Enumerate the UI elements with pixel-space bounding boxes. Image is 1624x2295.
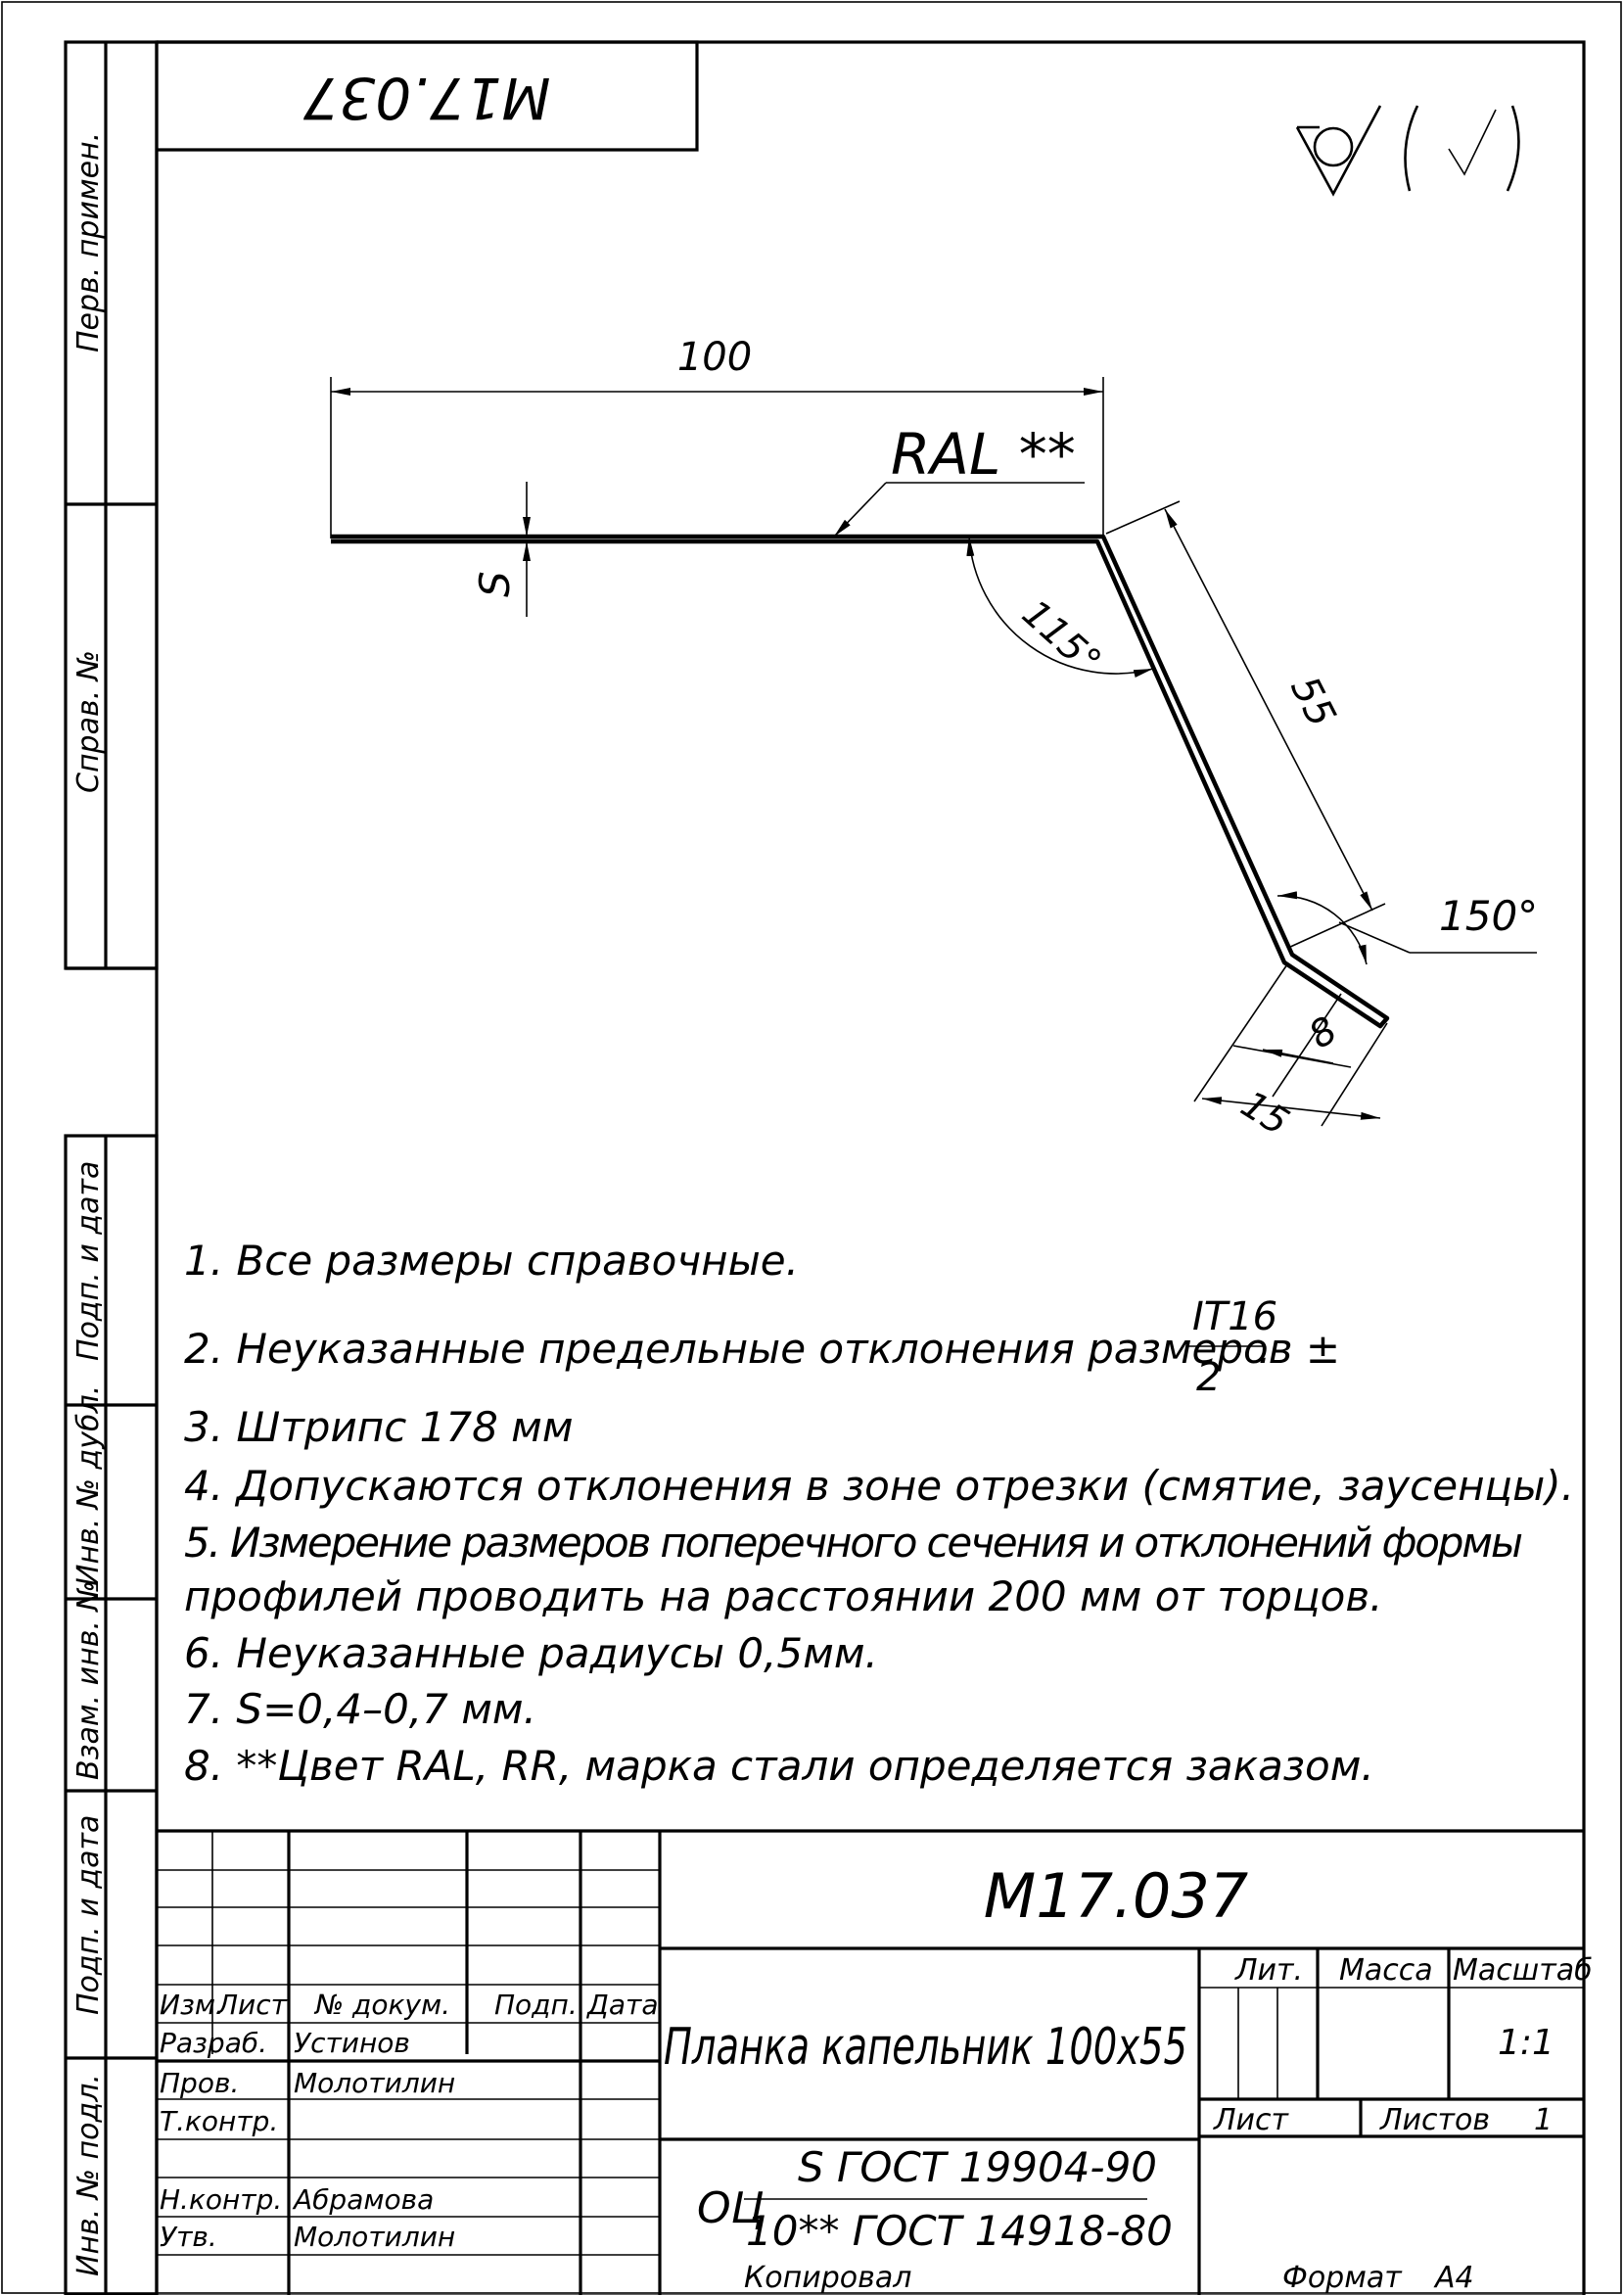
name-utv: Молотилин	[294, 2221, 455, 2253]
vzam-inv-label: Взам. инв. №	[71, 1580, 106, 1780]
dim-hem-8-15: 8 15	[1193, 963, 1388, 1144]
format-value: А4	[1433, 2261, 1474, 2295]
technical-notes: 1. Все размеры справочные. 2. Неуказанны…	[184, 1237, 1574, 1790]
podp-data-label-1: Подп. и дата	[71, 1161, 106, 1361]
angle-115-label: 115°	[1014, 591, 1109, 683]
top-designation-box: М17.037	[157, 40, 699, 152]
note-5-cont: профилей проводить на расстоянии 200 мм …	[184, 1572, 1382, 1620]
left-side-strip: Перв. примен. Справ. № Подп. и дата Инв.…	[64, 40, 159, 2295]
note-2-denominator: 2	[1196, 1355, 1221, 1400]
title-designation: М17.037	[984, 1860, 1248, 1932]
row-nkontr: Н.контр.	[160, 2183, 282, 2216]
note-3: 3. Штрипс 178 мм	[184, 1403, 574, 1451]
name-nkontr: Абрамова	[292, 2183, 434, 2216]
kopiroval-label: Копировал	[744, 2261, 911, 2295]
row-razrab: Разраб.	[160, 2027, 267, 2059]
part-profile	[331, 534, 1390, 1029]
dim-thickness-s: S	[471, 482, 556, 617]
note-5: 5. Измерение размеров поперечного сечени…	[184, 1519, 1523, 1567]
col-podp: Подп.	[494, 1989, 578, 2021]
dim-100-label: 100	[677, 335, 752, 380]
dim-15-label: 15	[1233, 1082, 1296, 1144]
col-list: Лист	[216, 1989, 288, 2021]
material-denominator: 10** ГОСТ 14918-80	[746, 2207, 1173, 2255]
sheets-value: 1	[1534, 2103, 1553, 2137]
format-label: Формат	[1282, 2261, 1403, 2295]
coating-leader: RAL **	[833, 421, 1085, 538]
row-utv: Утв.	[160, 2221, 217, 2253]
col-izm: Изм.	[160, 1989, 224, 2021]
dim-length-100: 100	[330, 335, 1104, 539]
sprav-no-label: Справ. №	[71, 650, 106, 793]
mass-label: Масса	[1339, 1953, 1433, 1988]
scale-value: 1:1	[1498, 2023, 1554, 2063]
col-doc: № докум.	[313, 1989, 450, 2021]
thickness-label: S	[471, 571, 519, 597]
perv-primen-label: Перв. примен.	[71, 132, 106, 352]
note-2-tail: .	[1258, 1325, 1271, 1373]
name-prov: Молотилин	[294, 2067, 455, 2099]
note-4: 4. Допускаются отклонения в зоне отрезки…	[184, 1462, 1574, 1510]
note-6: 6. Неуказанные радиусы 0,5мм.	[184, 1629, 878, 1677]
lit-label: Лит.	[1234, 1953, 1303, 1988]
material-prefix: ОЦ	[697, 2183, 765, 2233]
title-block: Изм. Лист № докум. Подп. Дата Разраб. Ус…	[157, 1829, 1593, 2295]
surface-roughness-symbol	[1295, 105, 1520, 197]
sheet-label: Лист	[1213, 2103, 1290, 2137]
inv-dubl-label: Инв. № дубл.	[71, 1385, 106, 1586]
part-name: Планка капельник 100х55	[664, 2018, 1187, 2077]
col-data: Дата	[585, 1989, 659, 2021]
note-8: 8. **Цвет RAL, RR, марка стали определяе…	[184, 1742, 1374, 1790]
row-prov: Пров.	[160, 2067, 239, 2099]
note-1: 1. Все размеры справочные.	[184, 1237, 799, 1285]
dim-angle-150: 150°	[1276, 891, 1538, 965]
mirrored-designation: М17.037	[302, 65, 550, 131]
note-7: 7. S=0,4–0,7 мм.	[184, 1685, 536, 1733]
scale-label: Масштаб	[1453, 1953, 1593, 1988]
name-razrab: Устинов	[294, 2027, 410, 2059]
coating-label: RAL **	[891, 421, 1076, 488]
sheets-label: Листов	[1379, 2103, 1490, 2137]
podp-data-label-2: Подп. и дата	[71, 1815, 106, 2015]
material-numerator: S ГОСТ 19904-90	[798, 2143, 1157, 2191]
dim-55-label: 55	[1281, 670, 1344, 734]
angle-150-label: 150°	[1439, 892, 1538, 940]
note-2: 2. Неуказанные предельные отклонения раз…	[184, 1325, 1340, 1373]
row-tkontr: Т.контр.	[160, 2105, 278, 2137]
inv-podl-label: Инв. № подл.	[71, 2074, 106, 2276]
note-2-numerator: IT16	[1192, 1294, 1277, 1339]
dim-8-label: 8	[1301, 1008, 1344, 1057]
